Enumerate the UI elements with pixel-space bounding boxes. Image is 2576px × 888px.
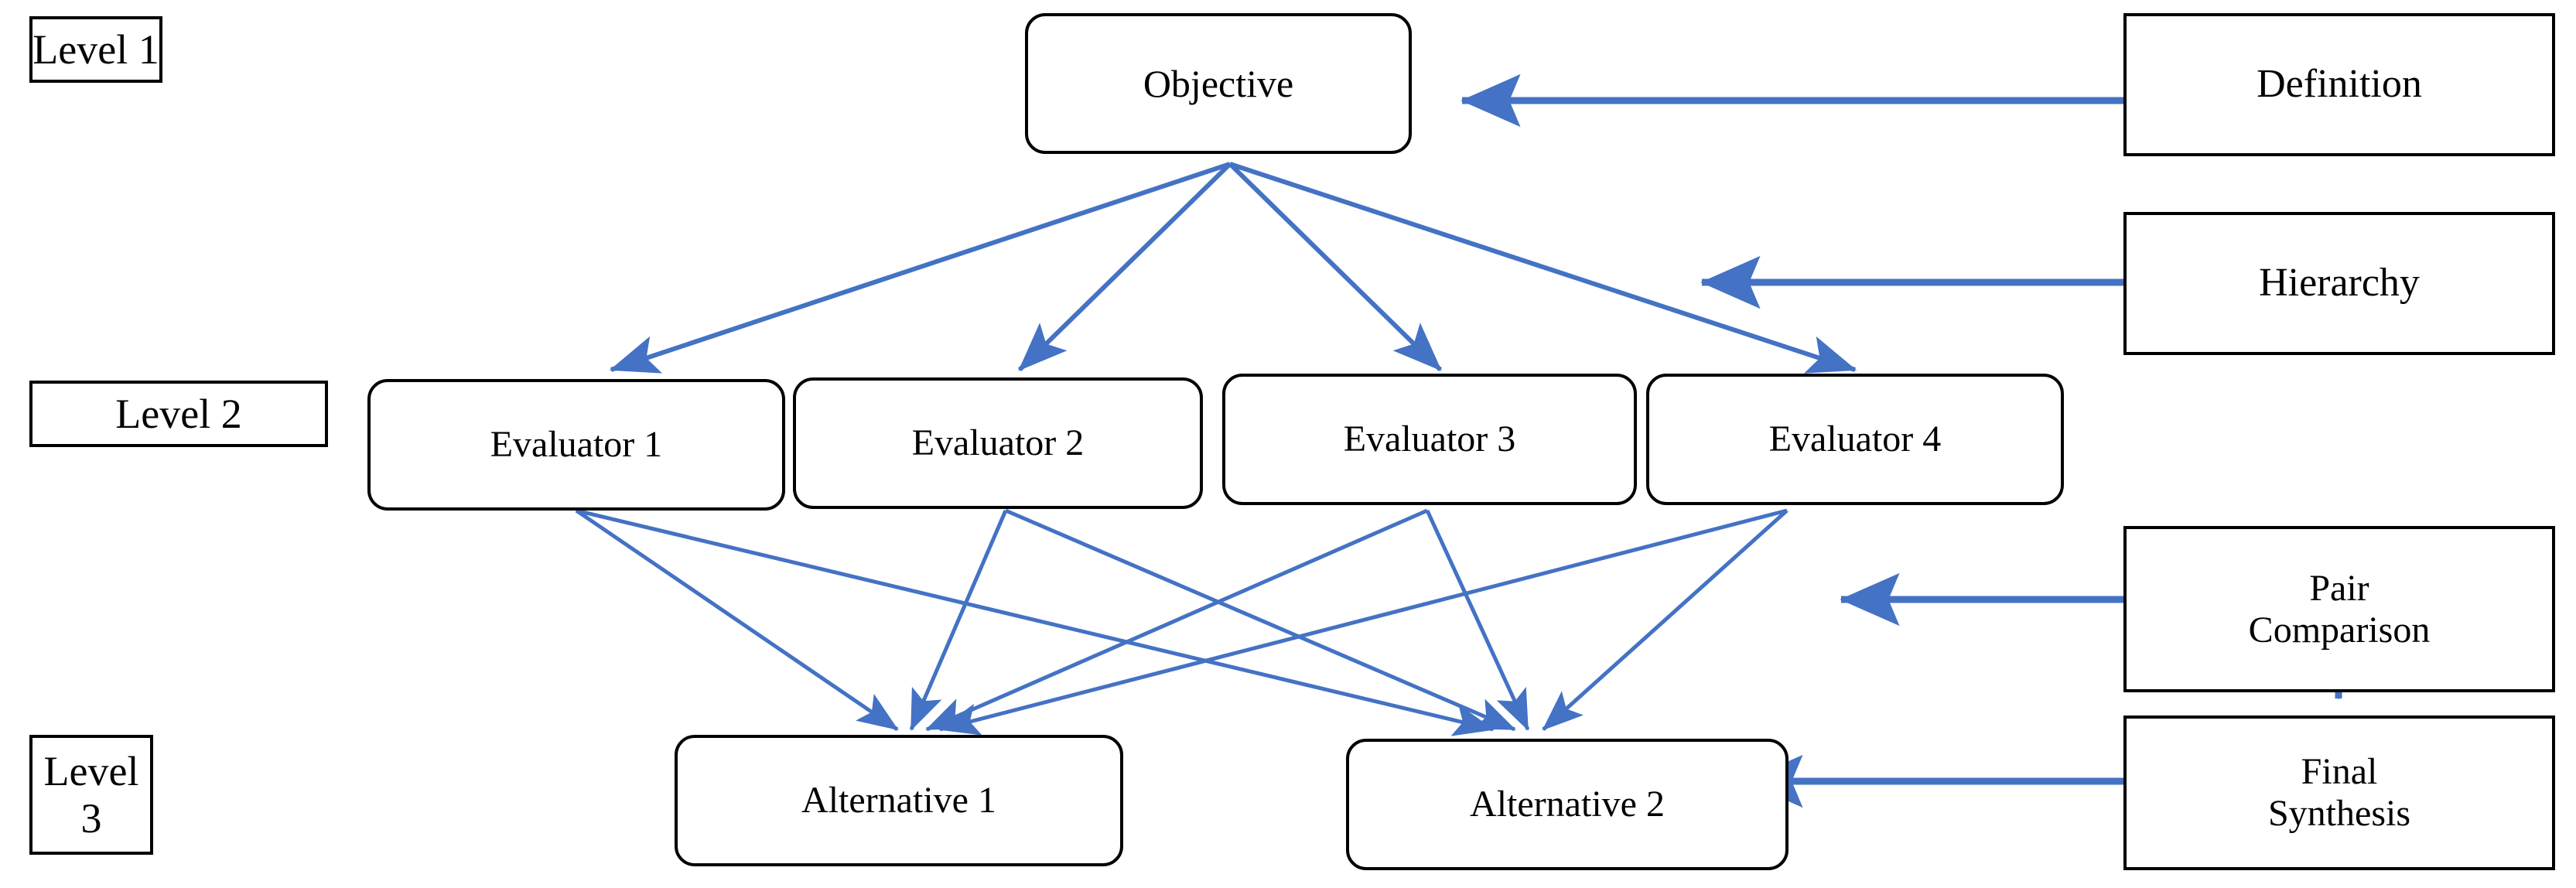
node-label: Evaluator 1 <box>490 424 663 466</box>
edge-evaluator1-to-alternative2 <box>576 508 1495 736</box>
edge-evaluator4-to-alternative2 <box>1542 509 1789 731</box>
node-evaluator-3[interactable]: Evaluator 3 <box>1222 374 1637 505</box>
level-box-label: Level 1 <box>32 26 159 73</box>
edge-objective-to-evaluator4 <box>1229 162 1857 374</box>
edge-evaluator3-to-alternative2 <box>1425 509 1530 731</box>
node-evaluator-4[interactable]: Evaluator 4 <box>1646 374 2064 505</box>
edge-objective-to-evaluator2 <box>1017 162 1232 372</box>
node-hierarchy[interactable]: Hierarchy <box>2123 212 2555 355</box>
node-label: Evaluator 4 <box>1768 418 1942 460</box>
node-objective[interactable]: Objective <box>1025 13 1412 154</box>
node-label: Hierarchy <box>2259 261 2420 306</box>
edge-evaluator4-to-alternative1 <box>938 508 1788 736</box>
level-box-level-3: Level 3 <box>29 735 153 855</box>
node-label: Alternative 2 <box>1470 784 1665 825</box>
node-alternative-1[interactable]: Alternative 1 <box>675 735 1123 866</box>
node-evaluator-2[interactable]: Evaluator 2 <box>793 377 1203 509</box>
node-final-synthesis[interactable]: Final Synthesis <box>2123 716 2555 870</box>
node-alternative-2[interactable]: Alternative 2 <box>1346 739 1789 870</box>
level-box-level-1: Level 1 <box>29 16 162 83</box>
edge-evaluator2-to-alternative1 <box>909 510 1008 731</box>
node-label: Objective <box>1143 62 1294 105</box>
node-evaluator-1[interactable]: Evaluator 1 <box>367 379 785 511</box>
edge-objective-to-evaluator3 <box>1228 162 1443 372</box>
edge-evaluator1-to-alternative1 <box>575 508 899 732</box>
level-box-label: Level 3 <box>43 748 139 842</box>
node-label: Final Synthesis <box>2267 751 2411 834</box>
node-label: Pair Comparison <box>2248 567 2431 651</box>
node-definition[interactable]: Definition <box>2123 13 2555 156</box>
node-label: Definition <box>2257 62 2422 107</box>
edge-evaluator3-to-alternative1 <box>925 508 1429 732</box>
node-label: Evaluator 3 <box>1343 418 1516 460</box>
edge-objective-to-evaluator1 <box>609 162 1231 374</box>
edge-evaluator2-to-alternative2 <box>1005 508 1516 732</box>
level-box-level-2: Level 2 <box>29 381 328 447</box>
level-box-label: Level 2 <box>115 390 242 437</box>
node-label: Evaluator 2 <box>911 422 1085 464</box>
node-pair-comparison[interactable]: Pair Comparison <box>2123 526 2555 692</box>
node-label: Alternative 1 <box>801 780 996 821</box>
